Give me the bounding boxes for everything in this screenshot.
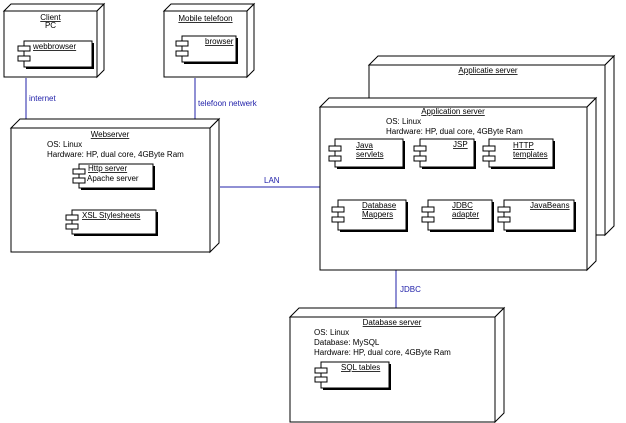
http-server-label: Http server [88,164,127,173]
webserver-title: Webserver [91,130,130,139]
application-server-title: Application server [421,107,485,116]
application-server-node[interactable]: Application server OS: Linux Hardware: H… [318,96,598,272]
mobile-title: Mobile telefoon [178,14,232,23]
http-templates-label-1: HTTP [513,141,534,150]
sql-tables-label: SQL tables [341,363,380,372]
database-mappers-label-1: Database [362,201,397,210]
javabeans-label: JavaBeans [530,201,570,210]
jdbc-label: JDBC [400,285,421,294]
xsl-stylesheets-component[interactable]: XSL Stylesheets [65,209,158,236]
application-server-os: OS: Linux [386,117,421,126]
http-server-component[interactable]: Http server Apache server [72,163,155,190]
sql-tables-component[interactable]: SQL tables [314,361,391,390]
http-templates-label-2: templates [513,150,548,159]
jdbc-adapter-label-2: adapter [452,210,479,219]
webbrowser-label: webbrowser [32,42,76,51]
lan-label: LAN [264,176,280,185]
database-server-hardware: Hardware: HP, dual core, 4GByte Ram [314,348,451,357]
java-servlets-label-2: servlets [356,150,384,159]
webbrowser-component[interactable]: webbrowser [17,40,94,69]
javabeans-component[interactable]: JavaBeans [497,199,576,232]
browser-component[interactable]: browser [175,35,238,64]
java-servlets-component[interactable]: Java servlets [328,138,405,169]
jsp-label: JSP [453,140,468,149]
internet-label: internet [29,94,56,103]
jdbc-adapter-label-1: JDBC [452,201,473,210]
http-templates-component[interactable]: HTTP templates [482,138,555,169]
database-server-os: OS: Linux [314,328,349,337]
database-server-title: Database server [363,318,422,327]
database-mappers-label-2: Mappers [362,210,393,219]
apache-label: Apache server [87,174,139,183]
xsl-stylesheets-label: XSL Stylesheets [82,211,140,220]
client-subtitle: PC [45,21,56,30]
application-server-hardware: Hardware: HP, dual core, 4GByte Ram [386,127,523,136]
webserver-hardware: Hardware: HP, dual core, 4GByte Ram [47,150,184,159]
telefoon-label: telefoon netwerk [198,99,258,108]
database-mappers-component[interactable]: Database Mappers [331,199,408,232]
browser-label: browser [205,37,234,46]
java-servlets-label-1: Java [356,141,373,150]
database-server-database: Database: MySQL [314,338,380,347]
jsp-component[interactable]: JSP [413,138,476,169]
applicatie-server-title: Applicatie server [458,66,517,75]
jdbc-adapter-component[interactable]: JDBC adapter [421,199,494,232]
webserver-os: OS: Linux [47,140,82,149]
client-title: Client [40,13,61,22]
